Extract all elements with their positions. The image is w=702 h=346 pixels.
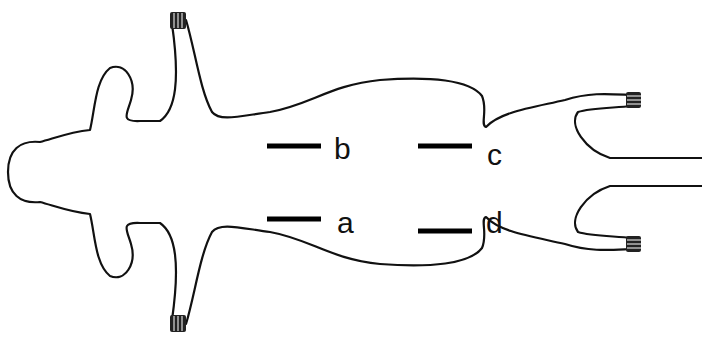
site-bar [418, 229, 472, 234]
site-bar [267, 144, 321, 149]
site-bar [418, 144, 472, 149]
site-label: d [486, 208, 503, 238]
site-label: a [337, 208, 354, 238]
site-bar [267, 217, 321, 222]
site-label: c [487, 140, 502, 170]
site-label: b [334, 134, 351, 164]
mouse-outline-lower [8, 172, 702, 332]
mouse-outline-upper [8, 12, 702, 172]
